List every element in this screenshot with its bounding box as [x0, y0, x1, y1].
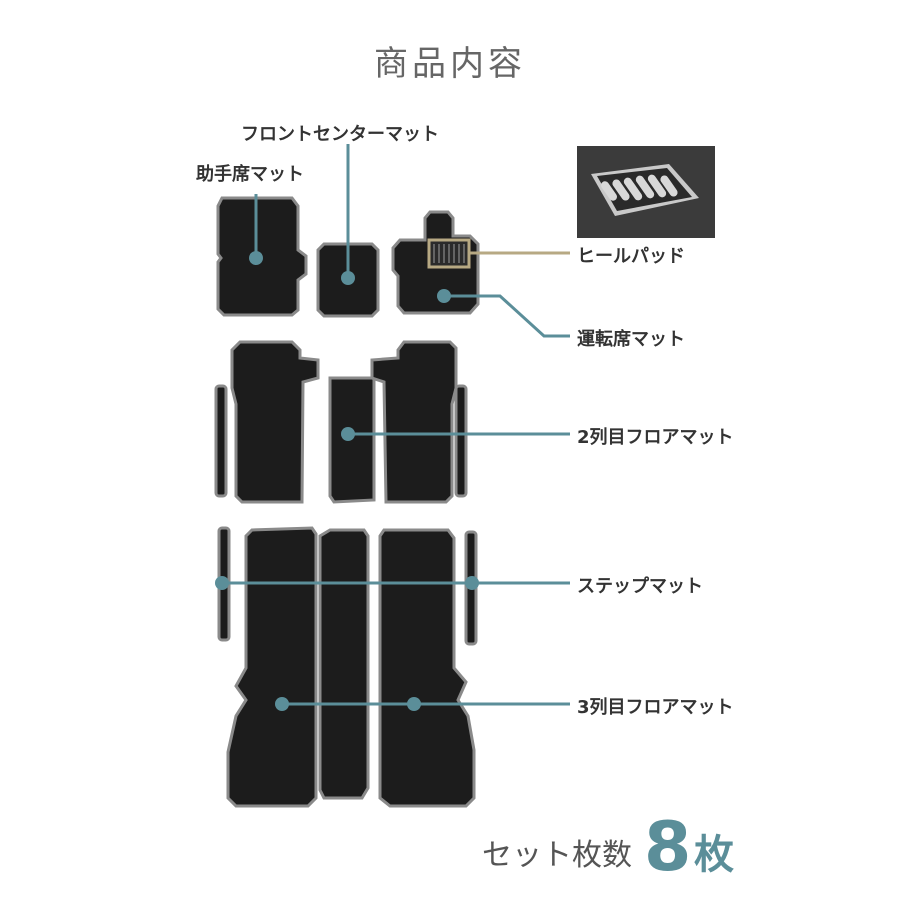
row2-left-strip	[214, 384, 228, 498]
label-step-mat: ステップマット	[577, 576, 703, 597]
row2-center-mat	[328, 376, 376, 504]
row3-right-mat	[378, 528, 476, 808]
callout-dot	[341, 427, 355, 441]
callout-driver-line	[444, 294, 570, 338]
row3-center-mat	[318, 528, 370, 800]
callout-dot	[407, 697, 421, 711]
callout-dot	[249, 251, 263, 265]
callout-dot	[275, 697, 289, 711]
label-front-center-mat: フロントセンターマット	[241, 124, 439, 145]
callout-dot	[215, 576, 229, 590]
callout-dot	[465, 576, 479, 590]
label-row2-floor-mat: 2列目フロアマット	[577, 427, 734, 448]
callout-dot	[437, 289, 451, 303]
label-heel-pad: ヒールパッド	[577, 246, 685, 267]
row2-right-mat	[370, 340, 458, 504]
page-title: 商品内容	[374, 44, 526, 84]
set-count-number: 8	[644, 808, 692, 887]
callout-dot	[341, 271, 355, 285]
label-passenger-mat: 助手席マット	[196, 164, 304, 185]
row2-right-strip	[454, 384, 468, 498]
label-driver-mat: 運転席マット	[577, 329, 685, 350]
label-row3-floor-mat: 3列目フロアマット	[577, 697, 734, 718]
row3-left-mat	[226, 526, 318, 808]
row2-left-mat	[230, 340, 320, 504]
set-count-label: セット枚数	[482, 838, 632, 873]
set-count-unit: 枚	[694, 832, 734, 878]
heel-pad-photo	[577, 146, 715, 238]
